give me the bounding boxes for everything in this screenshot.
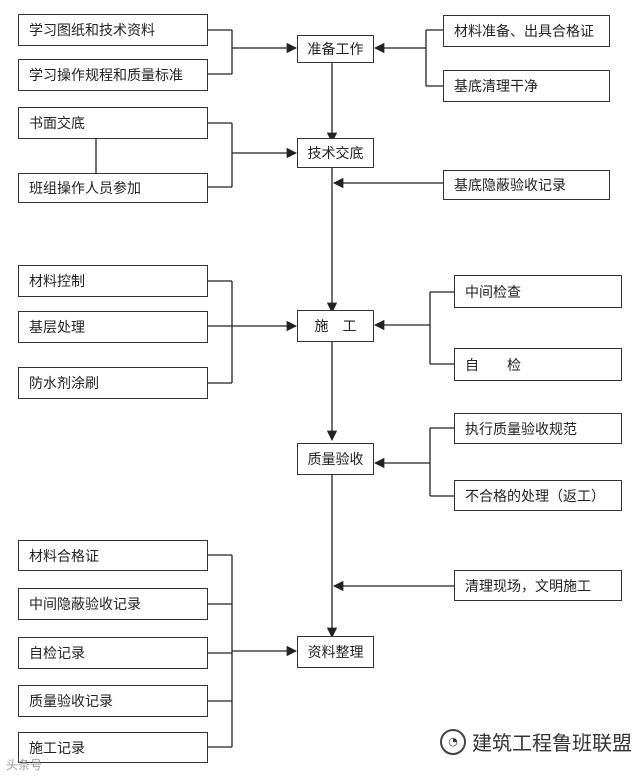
docs-left-item: 材料合格证	[18, 540, 208, 571]
prep-right-item: 基底清理干净	[443, 70, 610, 102]
prep-right-item: 材料准备、出具合格证	[443, 15, 610, 47]
construction-left-item: 防水剂涂刷	[18, 367, 208, 399]
tech-left-item: 班组操作人员参加	[18, 173, 208, 203]
flow-step-construction: 施 工	[297, 310, 374, 342]
construction-right-item: 自 检	[454, 348, 622, 381]
qa-right-item: 执行质量验收规范	[454, 413, 622, 444]
watermark-brand-text: 建筑工程鲁班联盟	[472, 731, 632, 755]
docs-left-item: 中间隐蔽验收记录	[18, 588, 208, 620]
qa-right-item: 不合格的处理（返工）	[454, 480, 622, 511]
construction-left-item: 材料控制	[18, 265, 208, 297]
docs-left-item: 质量验收记录	[18, 685, 208, 717]
construction-left-item: 基层处理	[18, 311, 208, 343]
mainline-right-item: 清理现场，文明施工	[454, 570, 622, 601]
watermark-brand: ◔ 建筑工程鲁班联盟	[440, 727, 632, 756]
flow-step-documentation: 资料整理	[297, 636, 374, 668]
construction-right-item: 中间检查	[454, 275, 622, 308]
prep-left-item: 学习图纸和技术资料	[18, 14, 208, 46]
docs-left-item: 自检记录	[18, 637, 208, 669]
prep-left-item: 学习操作规程和质量标准	[18, 59, 208, 91]
tech-right-item: 基底隐蔽验收记录	[443, 170, 610, 200]
watermark-source: 头条号	[6, 758, 43, 772]
tech-left-item: 书面交底	[18, 107, 208, 139]
flow-step-tech: 技术交底	[297, 138, 374, 168]
wechat-icon: ◔	[440, 728, 466, 755]
docs-left-item: 施工记录	[18, 732, 208, 763]
flow-step-prep: 准备工作	[297, 35, 374, 63]
flow-step-quality-acceptance: 质量验收	[297, 443, 374, 475]
